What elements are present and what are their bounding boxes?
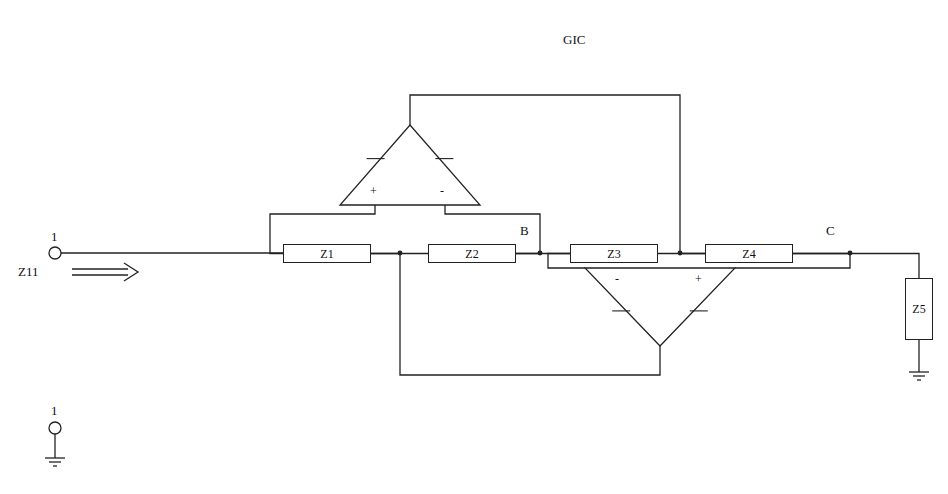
ground-symbol (909, 372, 929, 380)
node-name: C (826, 224, 835, 237)
impedance-name: Z3 (607, 248, 620, 260)
impedance-name: Z2 (465, 248, 478, 260)
input-polarity: + (695, 273, 702, 285)
node-name: B (520, 224, 529, 237)
op-amp-symbol (340, 125, 480, 205)
impedance-box: Z1 (283, 244, 371, 263)
impedance-box: Z3 (570, 244, 658, 263)
op-amp-symbol (585, 268, 735, 346)
impedance-label: Z11 (18, 265, 38, 278)
impedance-box: Z5 (905, 278, 933, 340)
terminal-number: 1 (51, 230, 58, 243)
impedance-name: Z4 (742, 248, 755, 260)
wire (410, 95, 705, 254)
terminal-number: 1 (51, 404, 58, 417)
impedance-name: Z5 (912, 303, 925, 315)
input-polarity: + (370, 185, 377, 197)
ground-symbol (45, 458, 65, 466)
block-title: GIC (563, 33, 585, 46)
wire (54, 434, 55, 458)
input-polarity: - (615, 273, 619, 285)
impedance-box: Z2 (428, 244, 516, 263)
wire (918, 340, 919, 372)
wire (61, 252, 283, 253)
impedance-box: Z4 (705, 244, 793, 263)
impedance-arrow (72, 263, 138, 281)
terminal (49, 422, 61, 434)
impedance-name: Z1 (320, 248, 333, 260)
terminal (49, 247, 61, 259)
op-amp: +- (340, 125, 480, 205)
op-amp: -+ (585, 268, 735, 346)
wire (793, 254, 919, 279)
input-polarity: - (440, 185, 444, 197)
